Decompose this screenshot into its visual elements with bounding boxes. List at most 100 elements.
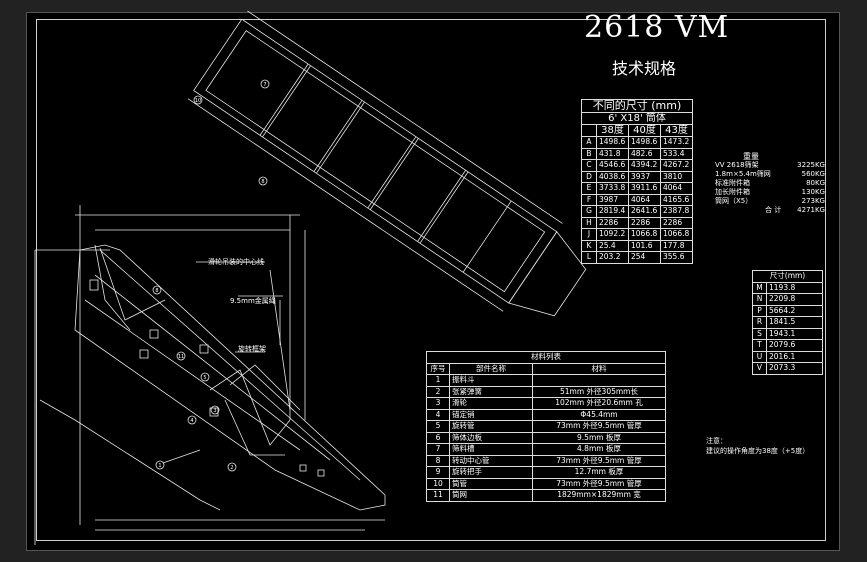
material-spec: 9.5mm 板厚 xyxy=(532,431,666,444)
weight-value: 560KG xyxy=(801,170,825,178)
callout-bubble xyxy=(152,285,162,295)
dimension-value: 355.6 xyxy=(660,251,693,264)
material-name: 旋转管 xyxy=(449,420,533,433)
rotating-frame-link xyxy=(209,369,291,446)
material-no: 4 xyxy=(426,408,450,421)
screen-frame-side xyxy=(74,244,386,511)
material-no: 1 xyxy=(426,374,450,387)
material-spec: 12.7mm 板厚 xyxy=(532,466,666,479)
dimension-value: 4267.2 xyxy=(660,159,693,172)
leader-line xyxy=(162,449,201,464)
panel-divider xyxy=(259,63,309,136)
size-value: 2209.8 xyxy=(766,293,823,306)
callout-number: 1 xyxy=(158,463,161,469)
weight-label: 1.8m×5.4m筛网 xyxy=(715,170,771,178)
dimension-value: 4064 xyxy=(628,193,661,206)
dimension-table-header: 不同的尺寸 (mm) xyxy=(581,99,693,113)
weights-total-label: 合 计 xyxy=(765,206,782,214)
material-spec: 73mm 外径9.5mm 管厚 xyxy=(532,477,666,490)
callout-number: 10 xyxy=(195,98,201,104)
dimension-key: K xyxy=(581,239,597,252)
weight-label: 加长附件箱 xyxy=(715,188,750,196)
weight-value: 80KG xyxy=(806,179,825,187)
material-name: 筛体边板 xyxy=(449,431,533,444)
material-spec: 102mm 外径20.6mm 孔 xyxy=(532,397,666,410)
callout-number: 4 xyxy=(190,418,193,424)
dimension-key: J xyxy=(581,228,597,241)
size-key: V xyxy=(752,362,767,375)
dimension-value: 1498.6 xyxy=(628,136,661,149)
callout-number: 2 xyxy=(230,465,233,471)
weights-total: 合 计 4271KG xyxy=(715,206,825,215)
dimension-line xyxy=(247,10,563,224)
material-no: 5 xyxy=(426,420,450,433)
dimension-key: H xyxy=(581,216,597,229)
angle-header: 38度 xyxy=(596,124,629,137)
size-key: N xyxy=(752,293,767,306)
dimension-value: 254 xyxy=(628,251,661,264)
dimension-key: B xyxy=(581,147,597,160)
size-key: R xyxy=(752,316,767,329)
material-no: 10 xyxy=(426,477,450,490)
dimension-value: 3911.6 xyxy=(628,182,661,195)
material-no: 6 xyxy=(426,431,450,444)
cable-link xyxy=(94,244,131,331)
dimension-value: 1473.2 xyxy=(660,136,693,149)
dimension-value: 25.4 xyxy=(596,239,629,252)
callout-bubble xyxy=(155,460,165,470)
size-value: 2073.3 xyxy=(766,362,823,375)
panel-divider xyxy=(462,200,512,273)
callout-bubble xyxy=(193,95,203,105)
callout-number: 3 xyxy=(213,408,216,414)
angle-header: 40度 xyxy=(628,124,661,137)
panel-divider xyxy=(417,170,466,242)
size-key: U xyxy=(752,350,767,363)
cable-label: 9.5mm金属绳 xyxy=(230,297,276,305)
weights-title: 重量 xyxy=(743,152,759,161)
dimension-value: 2286 xyxy=(660,216,693,229)
size-value: 1193.8 xyxy=(766,281,823,294)
dimension-key: D xyxy=(581,170,597,183)
drawing-border xyxy=(36,19,826,541)
dimension-value: 3937 xyxy=(628,170,661,183)
callout-number: 8 xyxy=(155,288,158,294)
material-spec: 73mm 外径9.5mm 管厚 xyxy=(532,454,666,467)
callout-number: 8 xyxy=(261,179,264,185)
weights-total-value: 4271KG xyxy=(797,206,825,214)
size-value: 2079.6 xyxy=(766,339,823,352)
size-key: T xyxy=(752,339,767,352)
dimension-value: 4064 xyxy=(660,182,693,195)
drawing-subtitle: 技术规格 xyxy=(612,59,677,78)
material-spec: 73mm 外径9.5mm 管厚 xyxy=(532,420,666,433)
material-name: 筒网 xyxy=(449,489,533,502)
dimension-value: 4165.6 xyxy=(660,193,693,206)
callout-bubble xyxy=(227,462,237,472)
size-value: 5664.2 xyxy=(766,304,823,317)
materials-col-mat: 材料 xyxy=(532,362,666,375)
weight-value: 130KG xyxy=(801,188,825,196)
material-no: 11 xyxy=(426,489,450,502)
dimension-value: 101.6 xyxy=(628,239,661,252)
dimension-value: 1066.8 xyxy=(628,228,661,241)
weight-label: 筒网（X5） xyxy=(715,197,753,205)
material-spec: 51mm 外径305mm长 xyxy=(532,385,666,398)
notes-block: 注意： 建议的操作角度为38度（+5度） xyxy=(706,436,809,456)
dimension-key: L xyxy=(581,251,597,264)
dimension-value: 482.6 xyxy=(628,147,661,160)
